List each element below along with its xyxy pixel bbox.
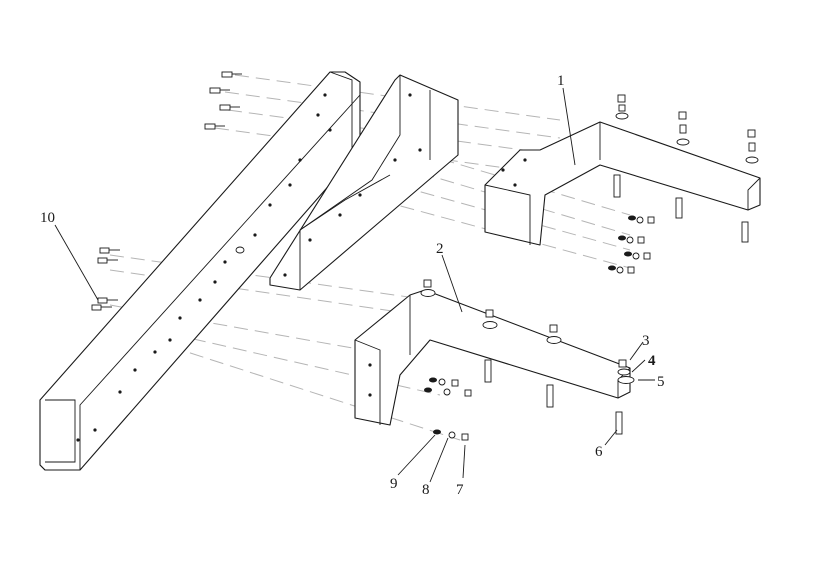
bolt [204,123,225,130]
bolt-stack [482,309,498,329]
bolt-stack [745,129,759,164]
bolt [546,384,554,408]
bolt-stack [546,324,562,344]
callout-8: 8 [422,482,430,498]
nut-washer-row [628,215,655,224]
bolt [99,247,120,254]
frame-rail [39,71,361,471]
callout-7: 7 [456,482,464,498]
nut-washer-row [618,235,645,244]
nut-washer-row [608,265,635,274]
callout-1: 1 [557,73,565,89]
leader-lines [54,87,655,483]
bolt-stack [617,359,635,384]
bolt-stack [676,111,690,146]
frame-rail-holes [76,93,332,442]
bolt-stack [420,279,436,297]
bracket-upper [484,121,761,246]
nut-washer-row [624,251,651,260]
callout-6: 6 [595,444,603,460]
bolt [675,197,683,219]
bolt [741,221,749,243]
bolt [484,359,492,383]
fasteners [91,71,759,441]
bolt [97,257,118,264]
callout-2: 2 [436,241,444,257]
bolt-stack [615,94,629,120]
bolt [219,104,240,111]
callout-4: 4 [648,353,656,369]
callout-5: 5 [657,374,665,390]
bracket-lower [354,289,631,426]
bolt [221,71,242,78]
bolt [97,297,118,304]
callout-10: 10 [40,210,55,226]
bolt [615,411,623,435]
bolt [91,304,112,311]
callout-9: 9 [390,476,398,492]
bolt [209,87,230,94]
callout-labels: 1 2 3 4 5 6 7 8 9 10 [40,73,665,498]
nut-washer-row [433,429,469,441]
bolt [613,174,621,198]
callout-3: 3 [642,333,650,349]
nut-washer-row [429,377,459,387]
nut-washer-row [424,387,472,397]
reinforcement-plate [269,74,459,291]
